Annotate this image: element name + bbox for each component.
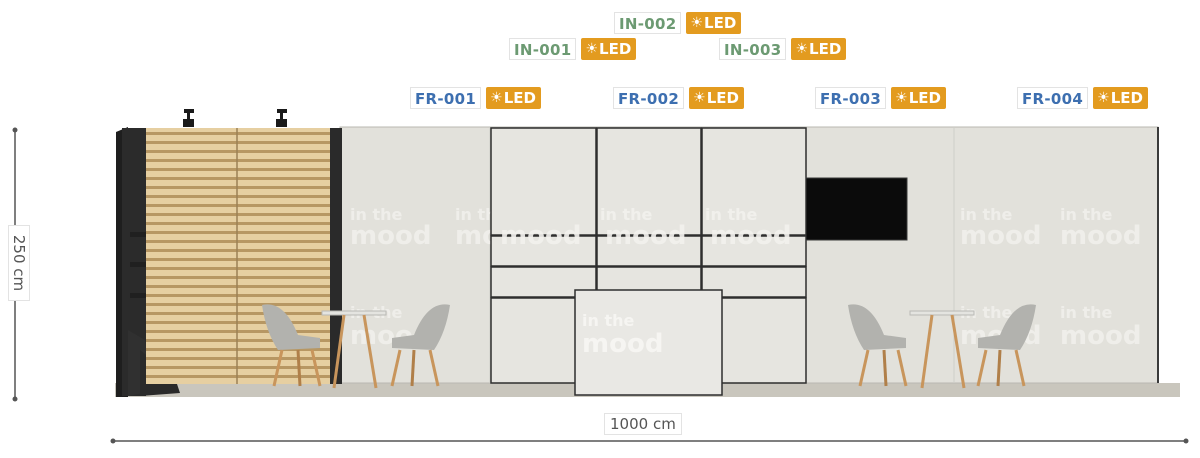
svg-text:in the: in the (600, 205, 652, 224)
led-badge: ☀LED (891, 87, 946, 109)
svg-text:mood: mood (605, 221, 686, 251)
svg-text:mood: mood (710, 221, 791, 251)
sun-icon: ☀ (795, 41, 809, 57)
sun-icon: ☀ (895, 90, 908, 106)
sun-icon: ☀ (690, 15, 704, 31)
spotlight-right (276, 109, 287, 127)
spotlight-left (183, 109, 194, 127)
sun-icon: ☀ (1097, 90, 1110, 106)
svg-text:mood: mood (960, 221, 1041, 251)
tag-code: FR-002 (613, 87, 685, 109)
tag-code: FR-004 (1017, 87, 1089, 109)
svg-text:in the: in the (960, 303, 1012, 322)
sun-icon: ☀ (585, 41, 599, 57)
svg-text:in the: in the (960, 205, 1012, 224)
lighting-tag-fr-002: FR-002 ☀LED (613, 87, 744, 109)
tag-code: FR-001 (410, 87, 482, 109)
lighting-tag-in-001: IN-001 ☀LED (509, 38, 637, 60)
chair (390, 304, 450, 387)
svg-text:mood: mood (500, 221, 581, 251)
tv-screen (805, 177, 908, 241)
cabinet-graphic-pattern: in the in the mood mood mood (500, 205, 791, 251)
reception-counter (574, 289, 723, 396)
svg-text:in the: in the (350, 205, 402, 224)
chair (976, 304, 1036, 387)
svg-text:mood: mood (1060, 221, 1141, 251)
lighting-tag-in-003: IN-003 ☀LED (719, 38, 847, 60)
svg-text:in the: in the (1060, 205, 1112, 224)
bistro-table (321, 310, 387, 389)
led-badge: ☀LED (689, 87, 744, 109)
led-badge: ☀LED (581, 38, 637, 60)
width-dimension-label: 1000 cm (604, 413, 682, 435)
tag-code: IN-002 (614, 12, 682, 34)
led-badge: ☀LED (791, 38, 847, 60)
height-dimension-label: 250 cm (8, 225, 30, 301)
lighting-tag-in-002: IN-002 ☀LED (614, 12, 742, 34)
lighting-tag-fr-001: FR-001 ☀LED (410, 87, 541, 109)
lighting-tag-fr-004: FR-004 ☀LED (1017, 87, 1148, 109)
chair (848, 304, 908, 387)
lighting-tag-fr-003: FR-003 ☀LED (815, 87, 946, 109)
chair (262, 304, 322, 387)
svg-text:mood: mood (350, 221, 431, 251)
tag-code: IN-003 (719, 38, 787, 60)
bistro-table (909, 310, 975, 389)
width-dimension-line (110, 438, 1189, 444)
wood-panel-edge (330, 128, 342, 384)
svg-text:in the: in the (705, 205, 757, 224)
sun-icon: ☀ (490, 90, 503, 106)
counter-graphic: in the mood (582, 311, 663, 359)
led-badge: ☀LED (686, 12, 742, 34)
svg-text:in the: in the (582, 311, 634, 330)
svg-text:in the: in the (1060, 303, 1112, 322)
led-badge: ☀LED (1093, 87, 1148, 109)
svg-text:mood: mood (1060, 321, 1141, 351)
tag-code: FR-003 (815, 87, 887, 109)
sun-icon: ☀ (693, 90, 706, 106)
svg-text:mood: mood (582, 329, 663, 359)
tag-code: IN-001 (509, 38, 577, 60)
led-badge: ☀LED (486, 87, 541, 109)
